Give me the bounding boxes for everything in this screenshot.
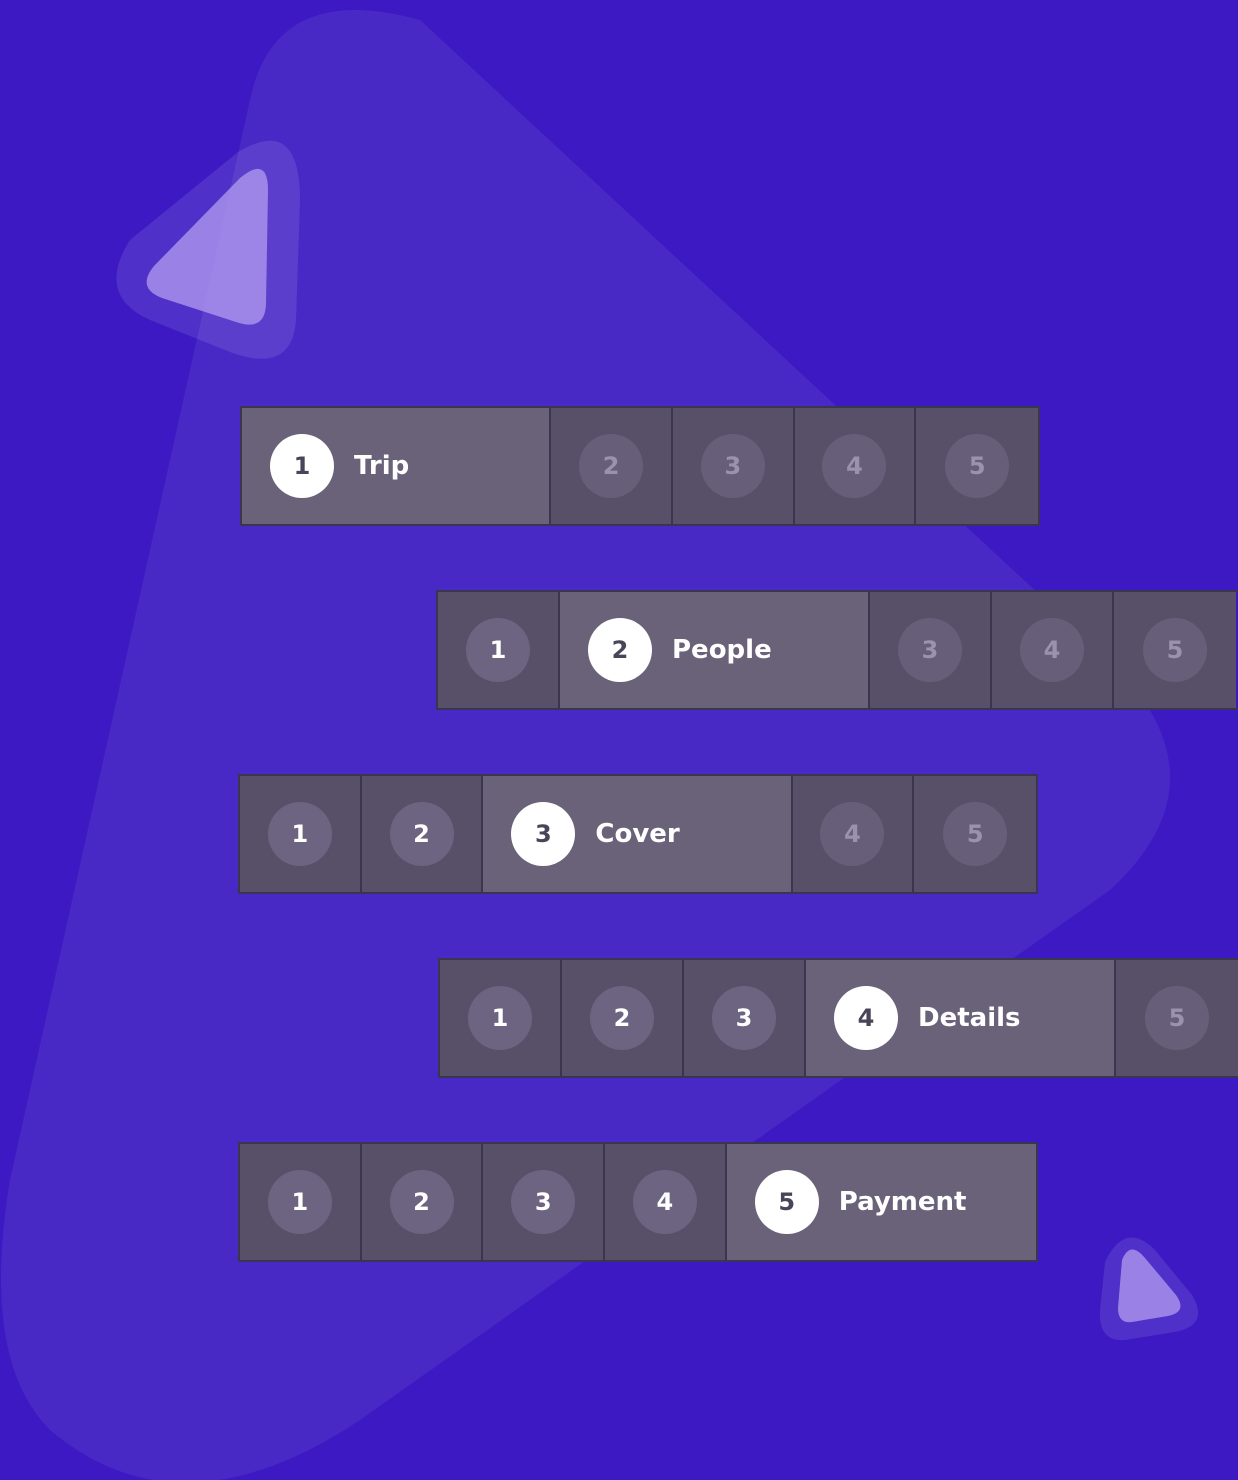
- step-number-circle: 2: [590, 986, 654, 1050]
- step-number-circle: 1: [267, 802, 332, 866]
- step-label: Trip: [354, 451, 410, 481]
- step-3[interactable]: 3: [483, 1144, 606, 1260]
- step-4-active[interactable]: 4 Details: [806, 960, 1116, 1076]
- step-2[interactable]: 2: [361, 1144, 484, 1260]
- stepper-trip: 1 Trip 2 3 4 5: [240, 406, 1040, 526]
- step-4[interactable]: 4: [992, 592, 1114, 708]
- step-3[interactable]: 3: [672, 408, 795, 524]
- step-3-active[interactable]: 3 Cover: [483, 776, 793, 892]
- step-number-circle: 2: [389, 1170, 454, 1234]
- step-number-circle: 2: [588, 618, 652, 682]
- stepper-details: 1 2 3 4 Details 5: [438, 958, 1238, 1078]
- step-4[interactable]: 4: [605, 1144, 727, 1260]
- step-number-circle: 5: [1143, 618, 1207, 682]
- step-2-active[interactable]: 2 People: [560, 592, 870, 708]
- step-2[interactable]: 2: [361, 776, 484, 892]
- large-triangle-shape: [1, 10, 1170, 1480]
- step-1[interactable]: 1: [240, 776, 362, 892]
- tiny-triangle-shape: [1118, 1249, 1181, 1323]
- step-number-circle: 2: [389, 802, 454, 866]
- step-number-circle: 2: [579, 434, 644, 498]
- step-number-circle: 5: [943, 802, 1008, 866]
- small-triangle-shape: [146, 168, 268, 325]
- step-number-circle: 1: [466, 618, 530, 682]
- step-4[interactable]: 4: [792, 776, 915, 892]
- step-number-circle: 1: [270, 434, 334, 498]
- step-1[interactable]: 1: [240, 1144, 362, 1260]
- step-5[interactable]: 5: [916, 408, 1039, 524]
- step-5[interactable]: 5: [1116, 960, 1238, 1076]
- step-label: Cover: [595, 819, 680, 849]
- step-number-circle: 5: [945, 434, 1010, 498]
- stepper-cover: 1 2 3 Cover 4 5: [238, 774, 1038, 894]
- step-number-circle: 3: [700, 434, 765, 498]
- step-number-circle: 4: [822, 434, 887, 498]
- stepper-payment: 1 2 3 4 5 Payment: [238, 1142, 1038, 1262]
- step-label: Details: [918, 1003, 1021, 1033]
- step-number-circle: 1: [267, 1170, 332, 1234]
- step-1-active[interactable]: 1 Trip: [242, 408, 552, 524]
- step-3[interactable]: 3: [684, 960, 806, 1076]
- step-number-circle: 3: [712, 986, 776, 1050]
- step-label: Payment: [838, 1187, 967, 1217]
- step-number-circle: 5: [754, 1170, 819, 1234]
- step-2[interactable]: 2: [551, 408, 673, 524]
- step-number-circle: 4: [834, 986, 898, 1050]
- step-number-circle: 3: [898, 618, 962, 682]
- step-3[interactable]: 3: [870, 592, 992, 708]
- step-number-circle: 3: [511, 802, 576, 866]
- step-5[interactable]: 5: [1114, 592, 1236, 708]
- step-4[interactable]: 4: [794, 408, 917, 524]
- step-number-circle: 1: [468, 986, 532, 1050]
- step-5-active[interactable]: 5 Payment: [726, 1144, 1037, 1260]
- step-number-circle: 5: [1145, 986, 1209, 1050]
- step-number-circle: 4: [820, 802, 885, 866]
- stepper-people: 1 2 People 3 4 5: [436, 590, 1238, 710]
- step-5[interactable]: 5: [914, 776, 1037, 892]
- step-1[interactable]: 1: [438, 592, 560, 708]
- step-label: People: [672, 635, 772, 665]
- step-2[interactable]: 2: [562, 960, 684, 1076]
- step-number-circle: 4: [1020, 618, 1084, 682]
- step-number-circle: 4: [632, 1170, 697, 1234]
- step-number-circle: 3: [511, 1170, 576, 1234]
- step-1[interactable]: 1: [440, 960, 562, 1076]
